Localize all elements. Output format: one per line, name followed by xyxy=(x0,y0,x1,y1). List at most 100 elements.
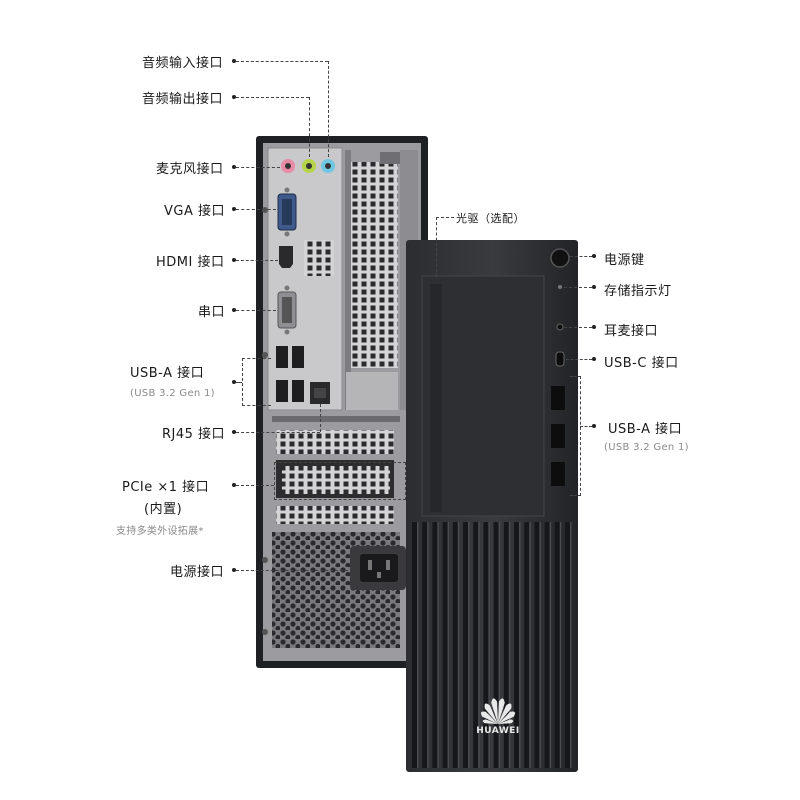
label-usb-a-front: USB-A 接口 xyxy=(608,422,683,437)
leader-line xyxy=(436,217,437,277)
rj45-port xyxy=(310,382,330,404)
label-usb-c: USB-C 接口 xyxy=(604,356,679,371)
leader-dot xyxy=(232,59,236,63)
rear-chassis xyxy=(256,136,428,668)
front-vent-ribs xyxy=(412,522,572,768)
vent-rib xyxy=(544,522,550,768)
serial-port xyxy=(277,285,297,335)
leader-line xyxy=(566,359,592,360)
label-power-port: 电源接口 xyxy=(170,565,225,580)
label-pcie-note: 支持多类外设拓展* xyxy=(116,526,204,537)
vent-rib xyxy=(524,522,530,768)
leader-line xyxy=(236,310,276,311)
vent-rib-highlight xyxy=(427,522,429,768)
vent-rib-highlight xyxy=(529,522,531,768)
label-headset: 耳麦接口 xyxy=(604,324,659,339)
label-usb-a-front-sub: (USB 3.2 Gen 1) xyxy=(604,442,689,453)
vent-rib-highlight xyxy=(447,522,450,768)
label-optical: 光驱（选配） xyxy=(456,212,525,225)
vent-rib xyxy=(514,522,519,768)
vent-rib-highlight xyxy=(478,522,480,768)
label-pcie-internal: (内置) xyxy=(144,502,183,517)
brand-name: HUAWEI xyxy=(476,726,520,736)
leader-line xyxy=(309,97,310,157)
vent-rib xyxy=(412,522,417,768)
vent-rib-highlight xyxy=(417,522,419,768)
label-mic: 麦克风接口 xyxy=(156,162,224,177)
leader-line xyxy=(436,217,454,218)
leader-dot xyxy=(232,207,236,211)
leader-line xyxy=(236,570,348,571)
vent-rib-highlight xyxy=(468,522,470,768)
huawei-logo: HUAWEI xyxy=(470,690,526,738)
vent-rib-highlight xyxy=(457,522,460,768)
label-rj45: RJ45 接口 xyxy=(162,427,226,442)
label-usb-a-rear: USB-A 接口 xyxy=(130,366,205,381)
vent-rib xyxy=(565,522,570,768)
label-power-button: 电源键 xyxy=(604,253,645,268)
usb-bracket xyxy=(242,358,271,406)
leader-line xyxy=(236,97,309,98)
vent-rib-highlight xyxy=(539,522,541,768)
vent-rib-highlight xyxy=(508,522,511,768)
leader-dot xyxy=(232,568,236,572)
vent-rib-highlight xyxy=(559,522,562,768)
label-serial: 串口 xyxy=(198,305,226,320)
label-storage-led: 存储指示灯 xyxy=(604,284,672,299)
rear-audio-jacks xyxy=(281,159,335,173)
vent-rib xyxy=(493,522,499,768)
vent-rib xyxy=(463,522,468,768)
leader-dot xyxy=(232,95,236,99)
leader-line xyxy=(236,167,280,168)
leader-line xyxy=(236,432,320,433)
vent-rib-highlight xyxy=(437,522,439,768)
label-audio-out: 音频输出接口 xyxy=(142,92,224,107)
front-usb-bracket xyxy=(570,376,581,496)
vent-rib xyxy=(442,522,448,768)
front-chassis xyxy=(406,240,578,772)
leader-dot xyxy=(232,258,236,262)
psu-area xyxy=(272,532,406,648)
leader-dot xyxy=(232,430,236,434)
vent-rib-highlight xyxy=(570,522,572,768)
leader-dot xyxy=(232,308,236,312)
leader-line xyxy=(564,287,592,288)
leader-line xyxy=(236,260,278,261)
leader-line xyxy=(236,209,276,210)
leader-dot xyxy=(592,254,596,258)
rear-usb-ports xyxy=(276,346,304,402)
leader-line xyxy=(580,426,592,427)
leader-line xyxy=(570,256,592,257)
vent-rib xyxy=(534,522,540,768)
vent-rib xyxy=(503,522,509,768)
label-vga: VGA 接口 xyxy=(164,204,225,219)
leader-dot xyxy=(592,357,596,361)
label-hdmi: HDMI 接口 xyxy=(156,255,225,270)
vent-rib xyxy=(483,522,489,768)
leader-dot xyxy=(232,380,236,384)
pcie-bracket xyxy=(274,462,406,500)
hdmi-port xyxy=(279,246,293,268)
vga-port xyxy=(277,187,297,237)
leader-line xyxy=(236,61,328,62)
vent-rib xyxy=(422,522,428,768)
leader-dot xyxy=(232,165,236,169)
label-usb-a-rear-sub: (USB 3.2 Gen 1) xyxy=(130,388,215,399)
leader-line xyxy=(236,485,274,486)
leader-line xyxy=(320,404,321,432)
leader-line xyxy=(564,327,592,328)
label-audio-in: 音频输入接口 xyxy=(142,56,224,71)
vent-rib xyxy=(554,522,560,768)
vent-rib xyxy=(473,522,479,768)
vent-rib-highlight xyxy=(549,522,552,768)
leader-line xyxy=(328,61,329,157)
leader-dot xyxy=(232,483,236,487)
label-pcie: PCIe ×1 接口 xyxy=(122,480,210,495)
leader-line xyxy=(236,382,242,383)
vent-rib-highlight xyxy=(498,522,501,768)
leader-dot xyxy=(592,424,596,428)
vent-rib xyxy=(452,522,458,768)
vent-rib xyxy=(432,522,438,768)
leader-dot xyxy=(592,325,596,329)
